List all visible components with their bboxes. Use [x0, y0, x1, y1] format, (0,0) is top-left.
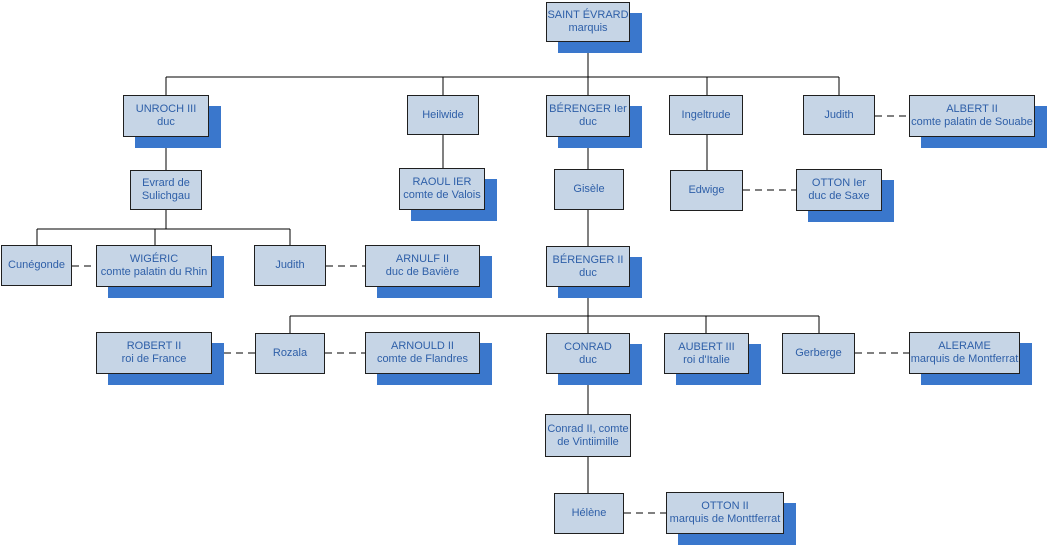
node-gisele: Gisèle [554, 169, 624, 210]
node-judith-1: Judith [803, 95, 875, 135]
node-title: duc [579, 266, 597, 279]
node-name: Gisèle [573, 183, 605, 195]
node-title: comte de Flandres [376, 353, 469, 365]
node-name: Judith [824, 108, 854, 121]
node-name: Cunégonde [8, 259, 65, 271]
node-name: Gerberge [795, 347, 842, 359]
node-title: marquis [568, 22, 608, 34]
node-conrad: CONRAD duc [546, 333, 642, 385]
node-otton-2: OTTON II marquis de Monttferrat [666, 492, 796, 545]
node-helene: Hélène [554, 493, 624, 534]
node-name: Heilwide [422, 108, 464, 121]
node-title: comte palatin de Souabe [911, 116, 1033, 128]
node-gerberge: Gerberge [782, 333, 855, 374]
node-name: BÉRENGER II [552, 253, 624, 266]
node-albert-2: ALBERT II comte palatin de Souabe [909, 95, 1047, 148]
node-name: OTTON Ier [811, 177, 867, 189]
node-name: RAOUL IER [412, 176, 472, 188]
node-name: WIGÉRIC [129, 253, 179, 265]
node-name: ARNOULD II [391, 340, 454, 352]
node-title: duc [579, 116, 597, 128]
node-berenger-1: BÉRENGER Ier duc [546, 95, 642, 148]
node-title: duc [157, 116, 175, 128]
node-name: CONRAD [564, 340, 612, 353]
node-name: Conrad II, comte [547, 422, 629, 435]
node-title: Sulichgau [141, 190, 191, 202]
node-title: duc [579, 353, 597, 366]
node-judith-2: Judith [254, 245, 326, 286]
node-name: Hélène [571, 507, 607, 519]
node-unroch: UNROCH III duc [123, 95, 221, 148]
node-title: marquis de Monttferrat [669, 513, 781, 525]
node-conrad-2: Conrad II, comte de Vintiimille [545, 414, 631, 457]
node-name: Judith [275, 259, 305, 271]
node-edwige: Edwige [670, 170, 743, 211]
node-wigeric: WIGÉRIC comte palatin du Rhin [96, 245, 224, 298]
node-rozala: Rozala [255, 333, 325, 374]
node-name: AUBERT III [678, 340, 735, 353]
node-saint-evrard: SAINT ÉVRARD marquis [546, 2, 642, 53]
node-otton-1: OTTON Ier duc de Saxe [796, 169, 894, 222]
node-ingeltrude: Ingeltrude [669, 95, 743, 135]
node-raoul-1: RAOUL IER comte de Valois [399, 168, 497, 221]
node-name: ARNULF II [395, 253, 450, 265]
node-robert-2: ROBERT II roi de France [96, 332, 224, 385]
node-title: roi d'Italie [683, 353, 730, 366]
node-cunegonde: Cunégonde [1, 245, 72, 286]
node-berenger-2: BÉRENGER II duc [546, 246, 642, 298]
node-name: ALBERT II [946, 103, 998, 115]
node-name: Rozala [272, 347, 308, 359]
node-title: comte de Valois [403, 189, 481, 201]
node-name: BÉRENGER Ier [549, 103, 627, 115]
node-name: Evrard de [142, 177, 190, 189]
node-title: duc de Saxe [808, 190, 870, 202]
node-title: comte palatin du Rhin [100, 266, 208, 278]
node-name: ALERAME [938, 340, 991, 352]
node-arnould-2: ARNOULD II comte de Flandres [365, 332, 492, 385]
node-heilwide: Heilwide [407, 95, 479, 135]
node-title: roi de France [121, 353, 187, 365]
node-arnulf-2: ARNULF II duc de Bavière [365, 245, 492, 298]
node-name: Ingeltrude [681, 108, 731, 121]
node-alerame: ALERAME marquis de Montferrat [909, 332, 1032, 385]
node-title: duc de Bavière [385, 266, 460, 278]
node-name: OTTON II [701, 500, 749, 512]
node-title: de Vintiimille [557, 435, 619, 448]
node-title: marquis de Montferrat [910, 353, 1019, 365]
node-aubert-3: AUBERT III roi d'Italie [664, 333, 761, 385]
node-name: UNROCH III [135, 103, 197, 115]
node-evrard-sulichgau: Evrard de Sulichgau [130, 170, 202, 210]
node-name: ROBERT II [126, 340, 182, 352]
node-name: Edwige [688, 184, 725, 196]
node-name: SAINT ÉVRARD [547, 9, 629, 21]
